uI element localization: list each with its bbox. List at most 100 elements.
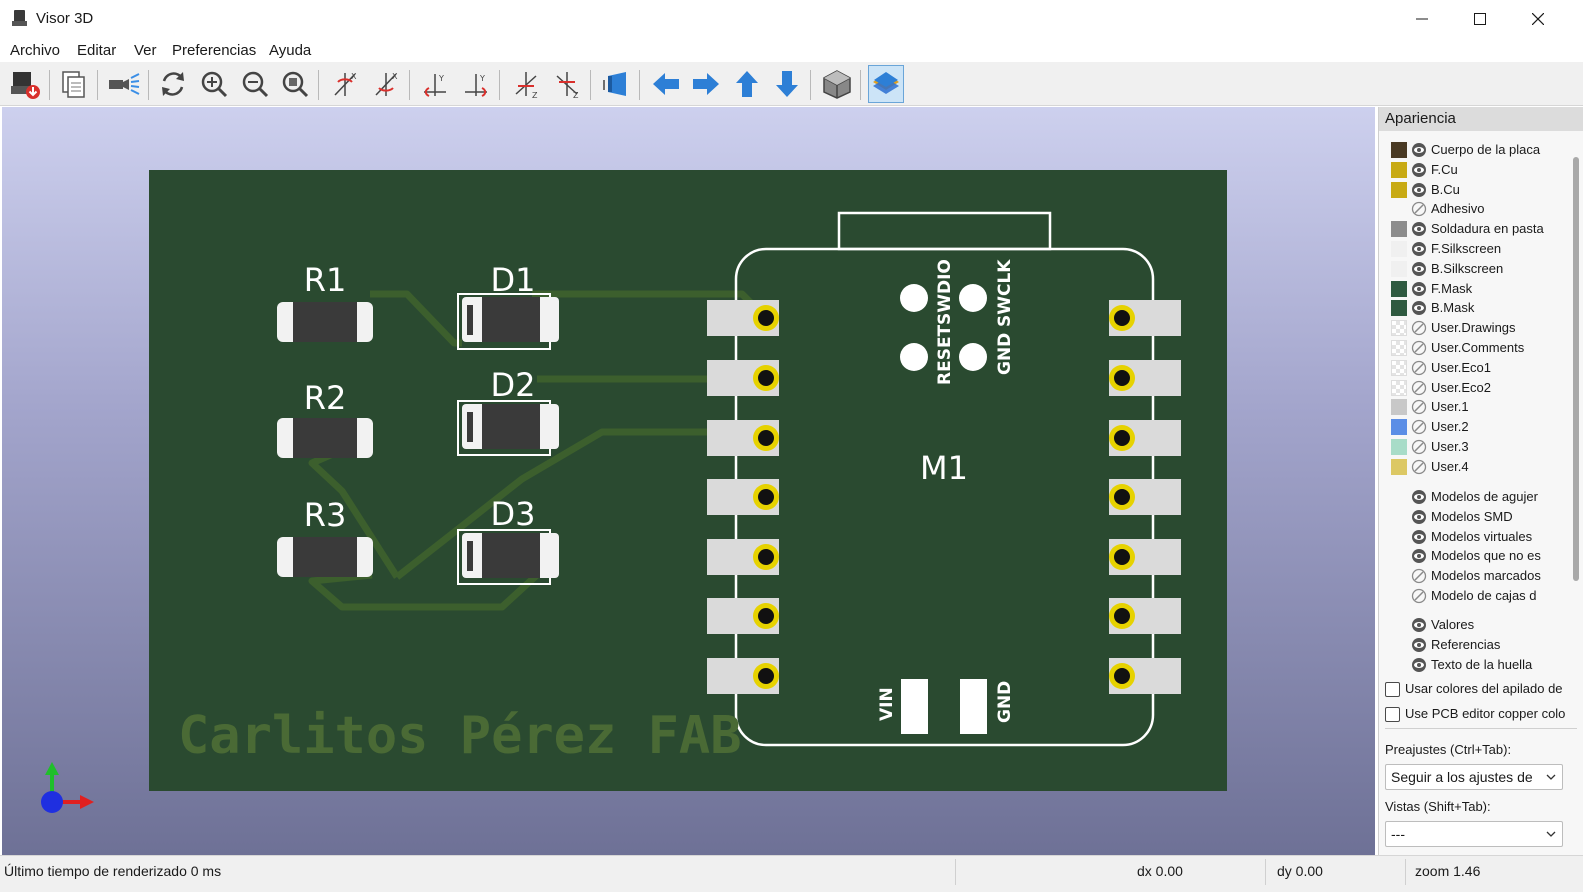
- layer-row[interactable]: B.Silkscreen: [1379, 259, 1549, 279]
- layer-row[interactable]: Adhesivo: [1379, 199, 1549, 219]
- eye-hidden-icon[interactable]: [1411, 340, 1427, 356]
- layer-row[interactable]: Modelos SMD: [1379, 507, 1549, 527]
- layer-color-swatch[interactable]: [1391, 359, 1407, 376]
- export-image-button[interactable]: [7, 65, 43, 103]
- layer-row[interactable]: User.Eco1: [1379, 358, 1549, 378]
- layer-row[interactable]: User.4: [1379, 457, 1549, 477]
- layer-row[interactable]: Modelos que no es: [1379, 546, 1549, 566]
- eye-icon[interactable]: [1411, 300, 1427, 316]
- layer-color-swatch[interactable]: [1391, 161, 1407, 178]
- layer-row[interactable]: Referencias: [1379, 635, 1549, 655]
- layer-color-swatch[interactable]: [1391, 419, 1407, 436]
- rotate-x-ccw-button[interactable]: X: [368, 65, 404, 103]
- eye-icon[interactable]: [1411, 617, 1427, 633]
- layer-row[interactable]: User.Eco2: [1379, 378, 1549, 398]
- presets-dropdown[interactable]: Seguir a los ajustes de: [1385, 764, 1563, 790]
- zoom-in-button[interactable]: [196, 65, 232, 103]
- raytracing-button[interactable]: [106, 65, 142, 103]
- stackup-colors-checkbox-row[interactable]: Usar colores del apilado de: [1385, 680, 1580, 700]
- menu-ver[interactable]: Ver: [134, 42, 157, 59]
- eye-hidden-icon[interactable]: [1411, 320, 1427, 336]
- layer-color-swatch[interactable]: [1391, 221, 1407, 238]
- eye-hidden-icon[interactable]: [1411, 380, 1427, 396]
- views-dropdown[interactable]: ---: [1385, 821, 1563, 847]
- layer-row[interactable]: F.Silkscreen: [1379, 239, 1549, 259]
- layer-row[interactable]: User.3: [1379, 437, 1549, 457]
- layer-color-swatch[interactable]: [1391, 300, 1407, 317]
- eye-hidden-icon[interactable]: [1411, 360, 1427, 376]
- layer-row[interactable]: B.Mask: [1379, 298, 1549, 318]
- maximize-button[interactable]: [1451, 0, 1509, 38]
- stackup-colors-checkbox[interactable]: [1385, 682, 1400, 697]
- layer-row[interactable]: Soldadura en pasta: [1379, 219, 1549, 239]
- layer-row[interactable]: Modelos virtuales: [1379, 527, 1549, 547]
- layer-row[interactable]: User.1: [1379, 397, 1549, 417]
- rotate-x-cw-button[interactable]: X: [327, 65, 363, 103]
- eye-hidden-icon[interactable]: [1411, 399, 1427, 415]
- layer-row[interactable]: F.Mask: [1379, 279, 1549, 299]
- layer-color-swatch[interactable]: [1391, 181, 1407, 198]
- close-button[interactable]: [1509, 0, 1567, 38]
- zoom-out-button[interactable]: [237, 65, 273, 103]
- rotate-y-ccw-button[interactable]: Y: [458, 65, 494, 103]
- flip-board-button[interactable]: [598, 65, 634, 103]
- eye-hidden-icon[interactable]: [1411, 419, 1427, 435]
- eye-icon[interactable]: [1411, 529, 1427, 545]
- eye-hidden-icon[interactable]: [1411, 439, 1427, 455]
- menu-preferencias[interactable]: Preferencias: [172, 42, 257, 59]
- zoom-fit-button[interactable]: [277, 65, 313, 103]
- 3d-viewport[interactable]: R1 R2 R3 D1 D2 D3 M1: [2, 107, 1375, 855]
- layer-row[interactable]: User.Comments: [1379, 338, 1549, 358]
- pan-right-button[interactable]: [688, 65, 724, 103]
- layer-color-swatch[interactable]: [1391, 241, 1407, 257]
- orthographic-button[interactable]: [819, 65, 855, 103]
- layer-color-swatch[interactable]: [1391, 439, 1407, 455]
- eye-icon[interactable]: [1411, 241, 1427, 257]
- layer-row[interactable]: Modelos marcados: [1379, 566, 1549, 586]
- layer-color-swatch[interactable]: [1391, 379, 1407, 396]
- eye-icon[interactable]: [1411, 281, 1427, 297]
- rotate-y-cw-button[interactable]: Y: [417, 65, 453, 103]
- layer-color-swatch[interactable]: [1391, 142, 1407, 158]
- pan-left-button[interactable]: [648, 65, 684, 103]
- eye-icon[interactable]: [1411, 548, 1427, 564]
- eye-icon[interactable]: [1411, 657, 1427, 673]
- layer-color-swatch[interactable]: [1391, 260, 1407, 277]
- layer-row[interactable]: User.Drawings: [1379, 318, 1549, 338]
- layer-row[interactable]: Cuerpo de la placa: [1379, 140, 1549, 160]
- eye-hidden-icon[interactable]: [1411, 201, 1427, 217]
- eye-hidden-icon[interactable]: [1411, 459, 1427, 475]
- eye-hidden-icon[interactable]: [1411, 568, 1427, 584]
- minimize-button[interactable]: [1393, 0, 1451, 38]
- layer-row[interactable]: B.Cu: [1379, 180, 1549, 200]
- layer-row[interactable]: F.Cu: [1379, 160, 1549, 180]
- layers-manager-button[interactable]: [868, 65, 904, 103]
- layer-row[interactable]: Texto de la huella: [1379, 655, 1549, 675]
- copy-to-clipboard-button[interactable]: [56, 65, 92, 103]
- layer-color-swatch[interactable]: [1391, 399, 1407, 416]
- menu-archivo[interactable]: Archivo: [10, 42, 61, 59]
- reload-board-button[interactable]: [155, 65, 191, 103]
- pcb-copper-colors-checkbox-row[interactable]: Use PCB editor copper colo: [1385, 705, 1580, 725]
- eye-icon[interactable]: [1411, 509, 1427, 525]
- eye-icon[interactable]: [1411, 162, 1427, 178]
- eye-icon[interactable]: [1411, 637, 1427, 653]
- layer-row[interactable]: User.2: [1379, 417, 1549, 437]
- layer-list-scrollbar[interactable]: [1573, 157, 1579, 581]
- eye-icon[interactable]: [1411, 142, 1427, 158]
- layer-color-swatch[interactable]: [1391, 280, 1407, 297]
- layer-color-swatch[interactable]: [1391, 340, 1407, 356]
- menu-editar[interactable]: Editar: [77, 42, 117, 59]
- layer-row[interactable]: Valores: [1379, 615, 1549, 635]
- eye-icon[interactable]: [1411, 261, 1427, 277]
- layer-row[interactable]: Modelo de cajas d: [1379, 586, 1549, 606]
- rotate-z-ccw-button[interactable]: Z: [549, 65, 585, 103]
- layer-row[interactable]: Modelos de agujer: [1379, 487, 1549, 507]
- rotate-z-cw-button[interactable]: Z: [508, 65, 544, 103]
- layer-color-swatch[interactable]: [1391, 320, 1407, 337]
- pan-down-button[interactable]: [769, 65, 805, 103]
- pan-up-button[interactable]: [729, 65, 765, 103]
- eye-icon[interactable]: [1411, 221, 1427, 237]
- menu-ayuda[interactable]: Ayuda: [269, 42, 312, 59]
- eye-hidden-icon[interactable]: [1411, 588, 1427, 604]
